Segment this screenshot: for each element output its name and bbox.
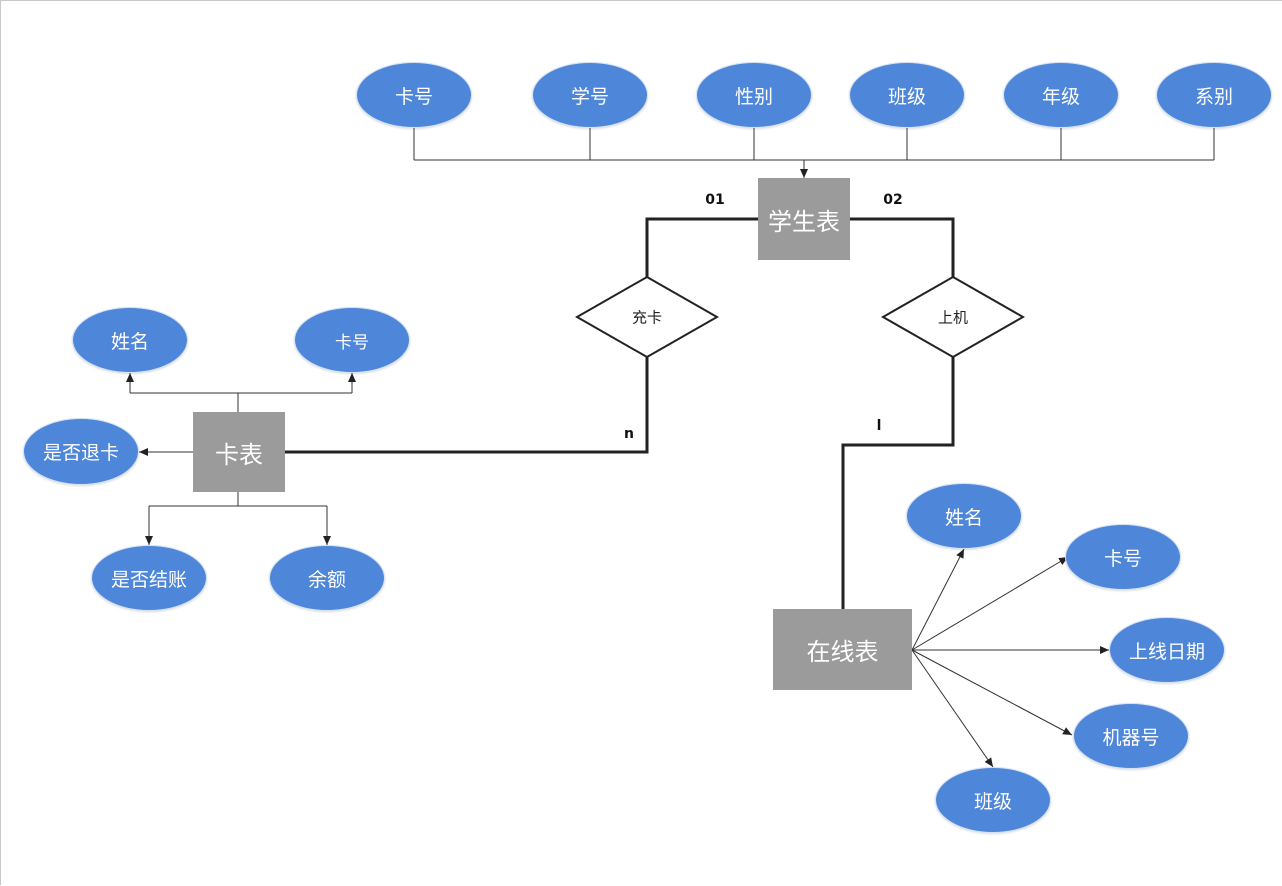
relationship-lines	[285, 217, 955, 609]
student-attr-student-no: 学号	[532, 62, 648, 128]
student-attr-gender: 性别	[696, 62, 812, 128]
login-diamond	[880, 275, 1026, 359]
card-attr-settled: 是否结账	[91, 545, 207, 611]
card-table-entity: 卡表	[193, 412, 285, 492]
student-attr-grade: 年级	[1003, 62, 1119, 128]
card-attribute-connectors	[126, 373, 356, 545]
card-attr-cancelled: 是否退卡	[23, 418, 139, 485]
student-attr-class: 班级	[849, 62, 965, 128]
card-attr-balance: 余额	[269, 545, 385, 611]
online-attr-machine-no: 机器号	[1073, 703, 1189, 769]
online-attr-class: 班级	[935, 767, 1051, 833]
cardinality-n: n	[624, 426, 634, 442]
card-attr-name: 姓名	[72, 307, 188, 373]
online-attr-name: 姓名	[906, 483, 1022, 549]
recharge-relationship-label: 充卡	[631, 308, 663, 327]
student-attribute-connectors	[413, 128, 1215, 178]
online-attr-card-no: 卡号	[1065, 524, 1181, 590]
student-attr-department: 系别	[1156, 62, 1272, 128]
online-attr-online-date: 上线日期	[1109, 617, 1225, 683]
cardinality-01: 01	[705, 192, 725, 208]
card-attr-card-no: 卡号	[294, 307, 410, 373]
student-attr-card-no: 卡号	[356, 62, 472, 128]
recharge-diamond	[574, 275, 720, 359]
online-attribute-connectors	[911, 548, 1109, 768]
online-table-entity: 在线表	[773, 609, 912, 690]
login-relationship-label: 上机	[937, 308, 969, 327]
cardinality-02: 02	[883, 192, 903, 208]
student-table-entity: 学生表	[758, 178, 850, 260]
cardinality-l: l	[876, 418, 882, 434]
